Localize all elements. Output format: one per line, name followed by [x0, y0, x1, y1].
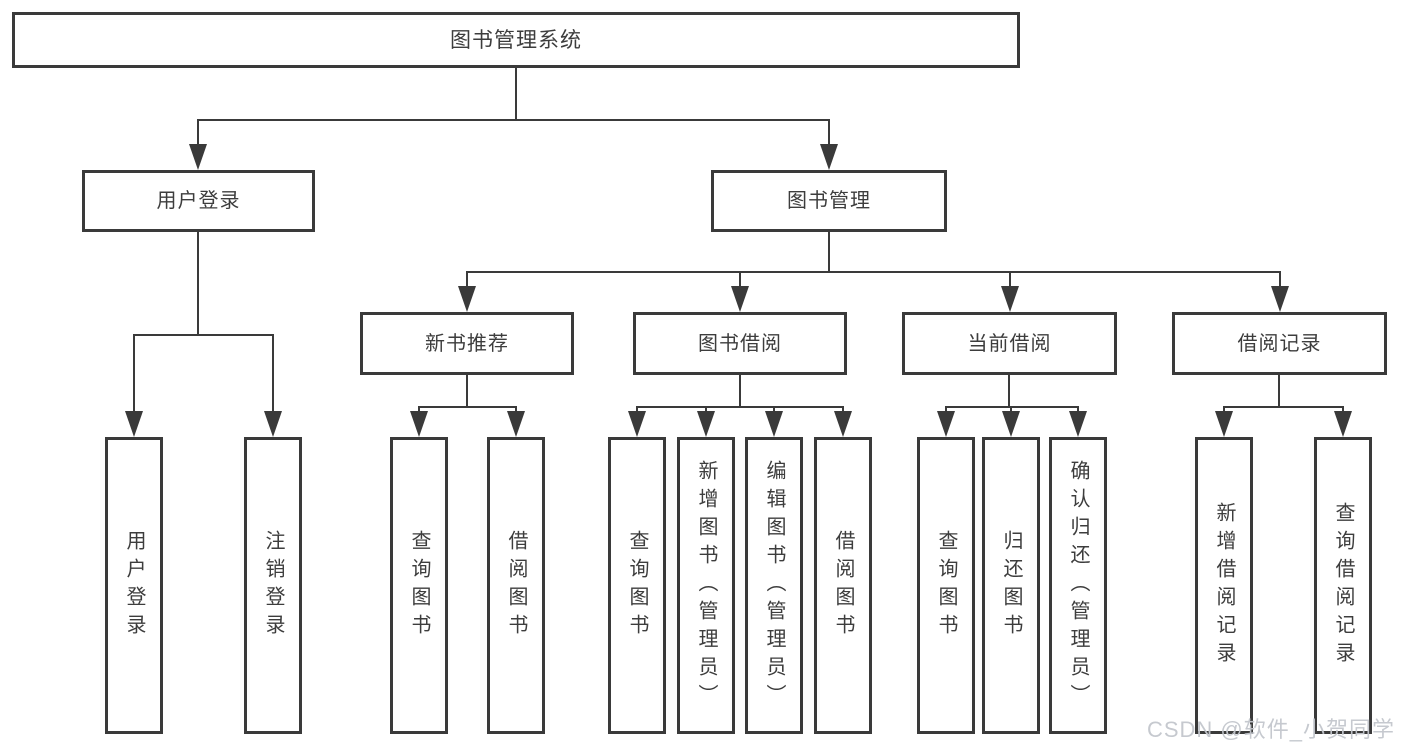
leaf-label: 注销登录	[262, 529, 284, 642]
connector-vline	[1009, 271, 1011, 289]
node-label: 当前借阅	[967, 332, 1052, 355]
connector-vline	[739, 375, 741, 407]
arrow-down-icon	[697, 411, 715, 437]
connector-vline	[418, 406, 420, 415]
connector-vline	[515, 406, 517, 415]
leaf-label: 用户登录	[123, 529, 145, 642]
leaf-add-borrow-record: 新增借阅记录	[1195, 437, 1253, 734]
arrow-down-icon	[507, 411, 525, 437]
arrow-down-icon	[765, 411, 783, 437]
connector-hline	[197, 119, 830, 121]
node-label: 借阅记录	[1237, 332, 1322, 355]
node-label: 图书管理系统	[450, 28, 582, 52]
leaf-label: 查询图书	[935, 529, 957, 642]
connector-vline	[1010, 406, 1012, 415]
connector-vline	[197, 232, 199, 335]
node-label: 图书管理	[787, 190, 871, 212]
arrow-down-icon	[834, 411, 852, 437]
node-new-book-recommendation: 新书推荐	[360, 312, 574, 375]
leaf-add-book-admin: 新增图书（管理员）	[677, 437, 735, 734]
arrow-down-icon	[1069, 411, 1087, 437]
leaf-label: 新增图书（管理员）	[695, 459, 717, 712]
node-label: 新书推荐	[425, 332, 509, 355]
connector-vline	[133, 334, 135, 415]
leaf-edit-book-admin: 编辑图书（管理员）	[745, 437, 803, 734]
connector-vline	[705, 406, 707, 415]
connector-vline	[828, 232, 830, 272]
leaf-label: 查询图书	[408, 529, 430, 642]
connector-vline	[272, 334, 274, 415]
leaf-borrow-books: 借阅图书	[487, 437, 545, 734]
leaf-label: 归还图书	[1000, 529, 1022, 642]
arrow-down-icon	[1271, 286, 1289, 312]
leaf-label: 借阅图书	[505, 529, 527, 642]
connector-vline	[466, 271, 468, 289]
connector-vline	[945, 406, 947, 415]
node-label: 用户登录	[156, 190, 241, 212]
connector-vline	[828, 119, 830, 149]
arrow-down-icon	[1334, 411, 1352, 437]
connector-vline	[515, 68, 517, 120]
arrow-down-icon	[189, 144, 207, 170]
leaf-query-borrow-record: 查询借阅记录	[1314, 437, 1372, 734]
arrow-down-icon	[731, 286, 749, 312]
arrow-down-icon	[458, 286, 476, 312]
leaf-label: 新增借阅记录	[1213, 501, 1235, 670]
leaf-user-login: 用户登录	[105, 437, 163, 734]
connector-vline	[197, 119, 199, 149]
leaf-label: 借阅图书	[832, 529, 854, 642]
connector-vline	[1077, 406, 1079, 415]
leaf-label: 查询图书	[626, 529, 648, 642]
leaf-query-books: 查询图书	[608, 437, 666, 734]
connector-vline	[1342, 406, 1344, 415]
csdn-watermark: CSDN @软件_小贺同学	[1146, 717, 1395, 742]
connector-vline	[466, 375, 468, 407]
leaf-logout: 注销登录	[244, 437, 302, 734]
arrow-down-icon	[410, 411, 428, 437]
connector-hline	[1223, 406, 1344, 408]
node-book-management: 图书管理	[711, 170, 947, 232]
connector-vline	[842, 406, 844, 415]
node-borrowing-records: 借阅记录	[1172, 312, 1387, 375]
node-label: 图书借阅	[698, 332, 782, 355]
arrow-down-icon	[264, 411, 282, 437]
arrow-down-icon	[125, 411, 143, 437]
node-library-management-system: 图书管理系统	[12, 12, 1020, 68]
arrow-down-icon	[628, 411, 646, 437]
leaf-label: 编辑图书（管理员）	[763, 459, 785, 712]
arrow-down-icon	[937, 411, 955, 437]
connector-hline	[945, 406, 1079, 408]
arrow-down-icon	[1001, 286, 1019, 312]
connector-vline	[1279, 271, 1281, 289]
connector-vline	[636, 406, 638, 415]
leaf-borrow-books: 借阅图书	[814, 437, 872, 734]
leaf-return-books: 归还图书	[982, 437, 1040, 734]
connector-vline	[1008, 375, 1010, 407]
connector-hline	[636, 406, 844, 408]
connector-hline	[133, 334, 274, 336]
connector-vline	[1223, 406, 1225, 415]
connector-hline	[418, 406, 517, 408]
node-book-borrowing: 图书借阅	[633, 312, 847, 375]
leaf-confirm-return-admin: 确认归还（管理员）	[1049, 437, 1107, 734]
arrow-down-icon	[820, 144, 838, 170]
leaf-label: 查询借阅记录	[1332, 501, 1354, 670]
leaf-query-books: 查询图书	[917, 437, 975, 734]
arrow-down-icon	[1215, 411, 1233, 437]
leaf-label: 确认归还（管理员）	[1067, 459, 1089, 712]
connector-vline	[773, 406, 775, 415]
connector-vline	[1278, 375, 1280, 407]
node-user-login: 用户登录	[82, 170, 315, 232]
node-current-borrowing: 当前借阅	[902, 312, 1117, 375]
leaf-query-books: 查询图书	[390, 437, 448, 734]
arrow-down-icon	[1002, 411, 1020, 437]
connector-hline	[466, 271, 1281, 273]
connector-vline	[739, 271, 741, 289]
